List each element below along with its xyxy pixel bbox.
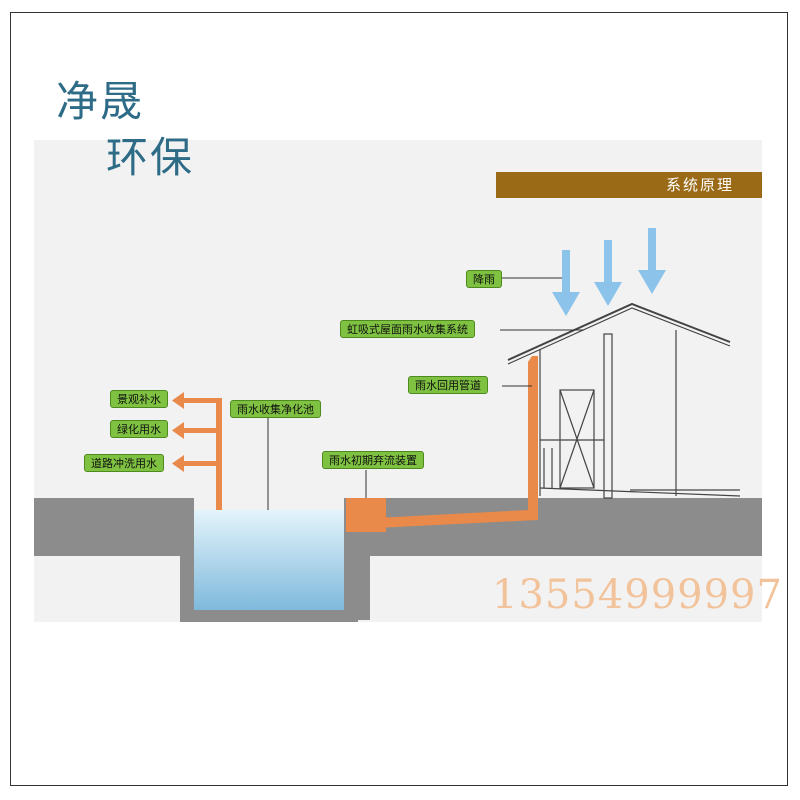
contact-phone: 13554999997: [492, 572, 783, 618]
rain-arrow-icon: [594, 240, 622, 306]
leader-lines: [267, 277, 584, 510]
pipe-system: [172, 356, 538, 532]
system-title-bar: 系统原理: [496, 172, 762, 198]
brand-line-2: 环保: [106, 133, 195, 182]
label-initial-diverter: 雨水初期弃流装置: [322, 451, 424, 469]
flow-arrow-icon: [172, 392, 184, 409]
brand-line-1: 净晟: [56, 77, 145, 126]
flow-arrow-icon: [172, 422, 184, 439]
label-road-washing-water: 道路冲洗用水: [84, 454, 164, 472]
label-collection-pool: 雨水收集净化池: [230, 400, 321, 418]
label-return-pipe: 雨水回用管道: [408, 376, 488, 394]
flow-arrow-icon: [172, 455, 184, 472]
label-rain: 降雨: [466, 270, 502, 288]
label-landscape-water: 景观补水: [110, 390, 168, 408]
rain-arrow-icon: [638, 228, 666, 294]
water-pool: [194, 510, 344, 610]
label-siphon-roof-system: 虹吸式屋面雨水收集系统: [340, 320, 475, 338]
rain-arrow-icon: [552, 250, 580, 316]
house: [507, 302, 741, 499]
diverter-device: [346, 498, 386, 532]
label-greening-water: 绿化用水: [110, 420, 168, 438]
